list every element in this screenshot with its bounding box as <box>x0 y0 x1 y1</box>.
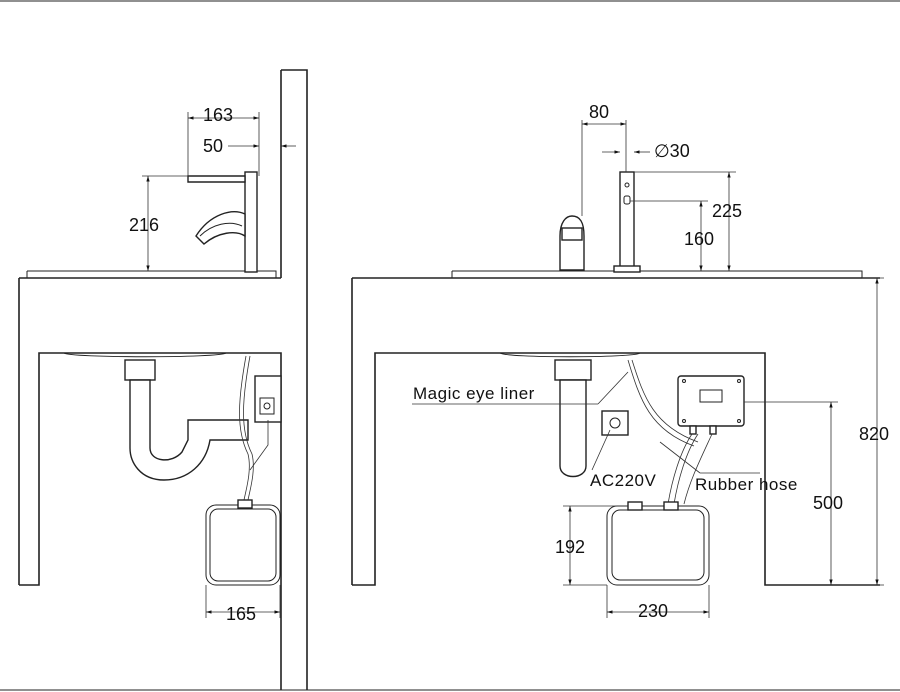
dim-label: 216 <box>129 215 159 235</box>
dim-diameter-30: ∅30 <box>602 141 690 161</box>
dim-label: 500 <box>813 493 843 513</box>
dim-label: 820 <box>859 424 889 444</box>
dim-label: 225 <box>712 201 742 221</box>
front-basin-rim <box>451 270 863 278</box>
front-view: Magic eye liner AC220V Rubber hose 80 ∅3… <box>351 102 889 621</box>
dim-label: 165 <box>226 604 256 624</box>
dim-820: 820 <box>840 277 889 586</box>
dim-500: 500 <box>744 401 843 585</box>
dim-80: 80 <box>581 102 627 216</box>
label-rubber-hose: Rubber hose <box>695 475 798 494</box>
dim-216: 216 <box>129 175 190 271</box>
dim-160: 160 <box>630 200 714 271</box>
dim-label: 50 <box>203 136 223 156</box>
side-control-box <box>254 375 282 423</box>
dim-50: 50 <box>203 136 296 156</box>
dim-192: 192 <box>555 505 628 586</box>
dim-label: ∅30 <box>654 141 690 161</box>
dim-165: 165 <box>205 585 281 624</box>
dim-label: 192 <box>555 537 585 557</box>
wall <box>281 69 308 690</box>
side-water-tank <box>205 499 281 586</box>
dim-label: 163 <box>203 105 233 125</box>
front-drain <box>554 359 592 478</box>
front-cabinet <box>352 352 880 586</box>
front-sensor-spout <box>613 171 641 273</box>
dim-label: 80 <box>589 102 609 122</box>
label-magic-eye-liner: Magic eye liner <box>413 384 535 403</box>
trap-pipe <box>124 359 249 481</box>
front-water-tank <box>606 501 710 586</box>
dim-163: 163 <box>187 105 260 176</box>
dim-label: 160 <box>684 229 714 249</box>
front-control-box <box>677 375 745 435</box>
power-outlet <box>601 410 629 436</box>
dim-label: 230 <box>638 601 668 621</box>
cabinet <box>19 352 282 690</box>
basin-rim <box>26 270 277 278</box>
side-faucet <box>187 171 258 273</box>
dim-230: 230 <box>606 585 710 621</box>
dim-225: 225 <box>634 171 742 271</box>
front-mixer-faucet <box>559 215 585 271</box>
side-view: 163 50 216 165 <box>18 69 308 690</box>
label-power-supply: AC220V <box>590 471 656 490</box>
